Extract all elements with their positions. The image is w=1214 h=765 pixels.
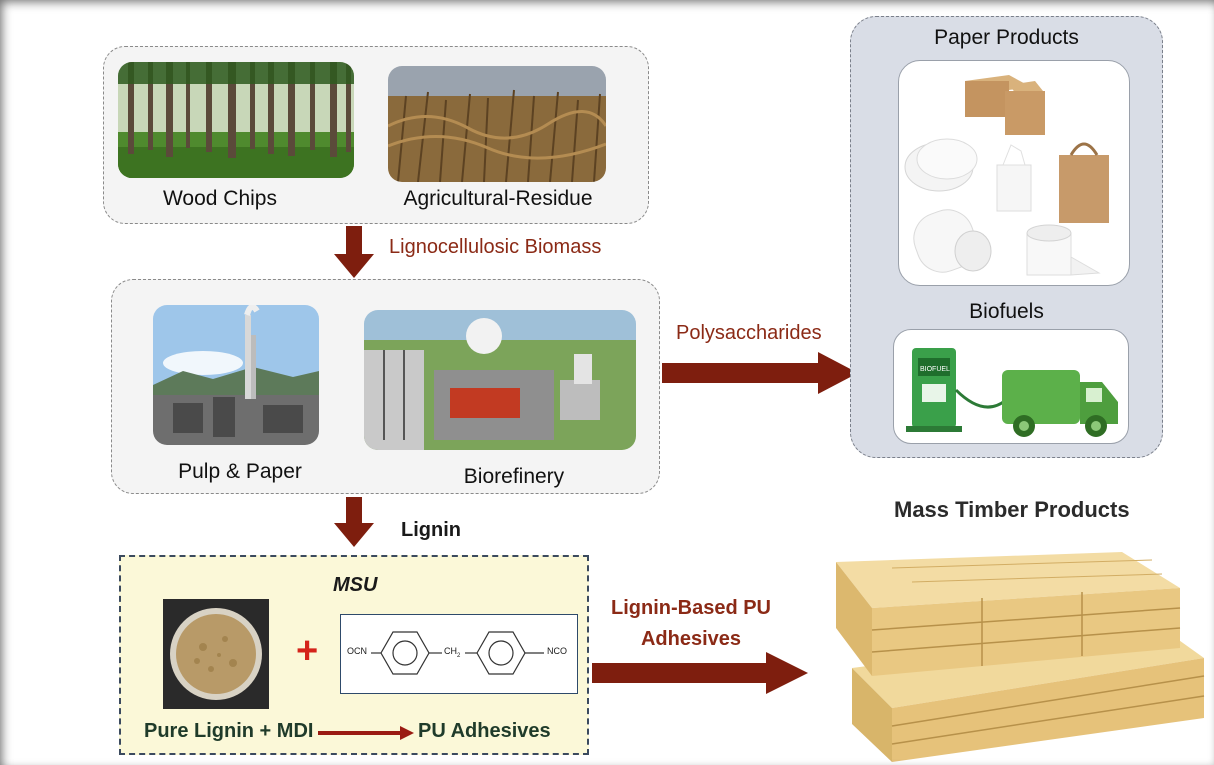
- plus-sign: +: [296, 630, 319, 672]
- mass-timber-image: [832, 548, 1205, 762]
- pulp-paper-mill-photo: [153, 305, 319, 445]
- lignin-based-pu-line1: Lignin-Based PU: [610, 597, 771, 619]
- lignin-label: Lignin: [401, 519, 461, 541]
- mdi-rings: [371, 631, 544, 675]
- pure-lignin-photo: [163, 599, 269, 709]
- lignin-based-pu-label: Lignin-Based PU Adhesives: [596, 593, 786, 655]
- arrow-down-lignin: [334, 497, 374, 547]
- forest-photo: [118, 62, 354, 178]
- lignocellulosic-biomass-label: Lignocellulosic Biomass: [389, 236, 602, 258]
- biorefinery-label: Biorefinery: [463, 465, 565, 488]
- biofuels-title: Biofuels: [969, 300, 1044, 323]
- mdi-nco-label: NCO: [547, 646, 567, 656]
- lignin-based-pu-line2: Adhesives: [640, 628, 742, 650]
- paper-products-image: [898, 60, 1130, 286]
- polysaccharides-label: Polysaccharides: [676, 322, 822, 344]
- reaction-arrow: [318, 726, 414, 740]
- pulp-paper-label: Pulp & Paper: [178, 460, 302, 483]
- biorefinery-photo: [364, 310, 636, 450]
- msu-title: MSU: [333, 574, 378, 596]
- wood-chips-label: Wood Chips: [162, 187, 277, 210]
- mass-timber-title: Mass Timber Products: [894, 497, 1130, 522]
- biofuels-image: BIOFUEL: [893, 329, 1129, 444]
- corn-field-photo: [388, 66, 606, 182]
- arrow-down-biomass: [334, 226, 374, 278]
- mdi-ch2-label: CH2: [444, 646, 461, 659]
- pu-adhesives-label: PU Adhesives: [418, 720, 551, 742]
- agricultural-residue-label: Agricultural-Residue: [403, 187, 593, 210]
- mdi-ocn-label: OCN: [347, 646, 367, 656]
- biofuel-pump-text: BIOFUEL: [920, 366, 950, 373]
- pure-lignin-mdi-label: Pure Lignin + MDI: [144, 720, 314, 742]
- arrow-right-adhesives: [592, 652, 808, 694]
- arrow-right-polysaccharides: [662, 352, 858, 394]
- mdi-structure: OCN CH2 NCO: [340, 614, 578, 694]
- paper-products-title: Paper Products: [934, 26, 1079, 49]
